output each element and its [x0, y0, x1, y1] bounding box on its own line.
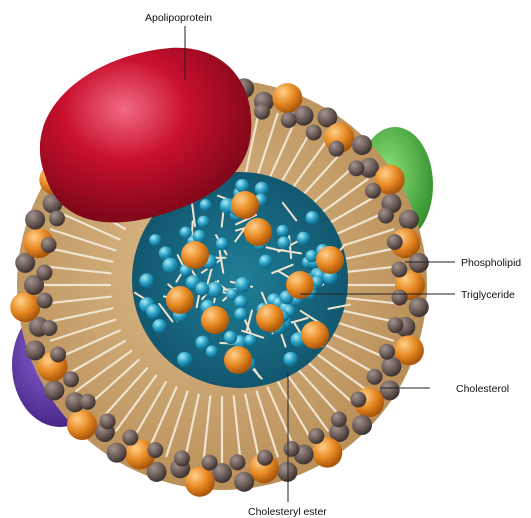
phospholipid-head [294, 106, 314, 126]
triglyceride-head [207, 282, 223, 298]
phospholipid-head [387, 234, 403, 250]
cholesteryl-ester-molecule [201, 306, 229, 334]
triglyceride-head [234, 308, 247, 321]
phospholipid-head [254, 104, 270, 120]
triglyceride-head [139, 273, 154, 288]
triglyceride-head [200, 199, 212, 211]
phospholipid-head [174, 450, 190, 466]
phospholipid-head [107, 443, 127, 463]
triglyceride-head [244, 334, 256, 346]
phospholipid-head [365, 183, 381, 199]
cholesteryl-ester-molecule [301, 321, 329, 349]
phospholipid-head [328, 141, 344, 157]
label-cholesterol: Cholesterol [456, 383, 509, 395]
triglyceride-head [149, 234, 161, 246]
phospholipid-head [202, 455, 218, 471]
phospholipid-head [25, 210, 45, 230]
phospholipid-head [352, 415, 372, 435]
phospholipid-head [306, 124, 322, 140]
triglyceride-head [306, 211, 320, 225]
phospholipid-head [25, 340, 45, 360]
triglyceride-head [180, 227, 192, 239]
phospholipid-head [147, 442, 163, 458]
label-cholesteryl-ester: Cholesteryl ester [248, 506, 327, 518]
phospholipid-head [100, 413, 116, 429]
phospholipid-head [350, 391, 366, 407]
triglyceride-head [152, 319, 166, 333]
phospholipid-head [80, 394, 96, 410]
cholesteryl-ester-molecule [316, 246, 344, 274]
cholesteryl-ester-molecule [286, 271, 314, 299]
triglyceride-head [235, 277, 250, 292]
phospholipid-head [50, 347, 66, 363]
label-phospholipid: Phospholipid [461, 257, 521, 269]
label-apolipoprotein: Apolipoprotein [145, 12, 212, 24]
phospholipid-head [367, 369, 383, 385]
triglyceride-head [297, 232, 311, 246]
phospholipid-head [41, 320, 57, 336]
phospholipid-head [379, 344, 395, 360]
triglyceride-head [146, 304, 161, 319]
phospholipid-head [399, 210, 419, 230]
triglyceride-head [224, 331, 237, 344]
phospholipid-head [281, 112, 297, 128]
triglyceride-head [195, 282, 209, 296]
phospholipid-head [381, 357, 401, 377]
triglyceride-head [277, 225, 289, 237]
cholesteryl-ester-molecule [231, 191, 259, 219]
triglyceride-head [162, 258, 178, 274]
label-triglyceride: Triglyceride [461, 289, 515, 301]
triglyceride-head [235, 179, 249, 193]
phospholipid-head [284, 441, 300, 457]
cholesterol-molecule [10, 292, 40, 322]
phospholipid-head [409, 253, 429, 273]
cholesteryl-ester-molecule [224, 346, 252, 374]
phospholipid-head [257, 450, 273, 466]
phospholipid-head [391, 262, 407, 278]
phospholipid-head [63, 371, 79, 387]
phospholipid-head [44, 380, 64, 400]
cholesteryl-ester-molecule [181, 241, 209, 269]
phospholipid-head [331, 411, 347, 427]
triglyceride-head [177, 352, 192, 367]
phospholipid-head [49, 210, 65, 226]
cholesterol-molecule [67, 410, 97, 440]
triglyceride-head [216, 238, 229, 251]
phospholipid-head [348, 160, 364, 176]
triglyceride-head [193, 230, 206, 243]
triglyceride-head [277, 236, 290, 249]
phospholipid-head [352, 135, 372, 155]
phospholipid-head [37, 292, 53, 308]
cholesteryl-ester-molecule [166, 286, 194, 314]
triglyceride-head [234, 295, 247, 308]
triglyceride-head [197, 216, 209, 228]
phospholipid-head [392, 289, 408, 305]
triglyceride-head [283, 352, 297, 366]
phospholipid-head [36, 265, 52, 281]
triglyceride-head [206, 345, 218, 357]
phospholipid-head [234, 472, 254, 492]
phospholipid-head [229, 454, 245, 470]
phospholipid-head [308, 428, 324, 444]
cholesteryl-ester-molecule [256, 304, 284, 332]
phospholipid-head [277, 462, 297, 482]
phospholipid-head [122, 430, 138, 446]
phospholipid-head [378, 207, 394, 223]
triglyceride-head [259, 255, 273, 269]
phospholipid-head [387, 317, 403, 333]
phospholipid-head [409, 297, 429, 317]
phospholipid-head [41, 237, 57, 253]
cholesteryl-ester-molecule [244, 218, 272, 246]
